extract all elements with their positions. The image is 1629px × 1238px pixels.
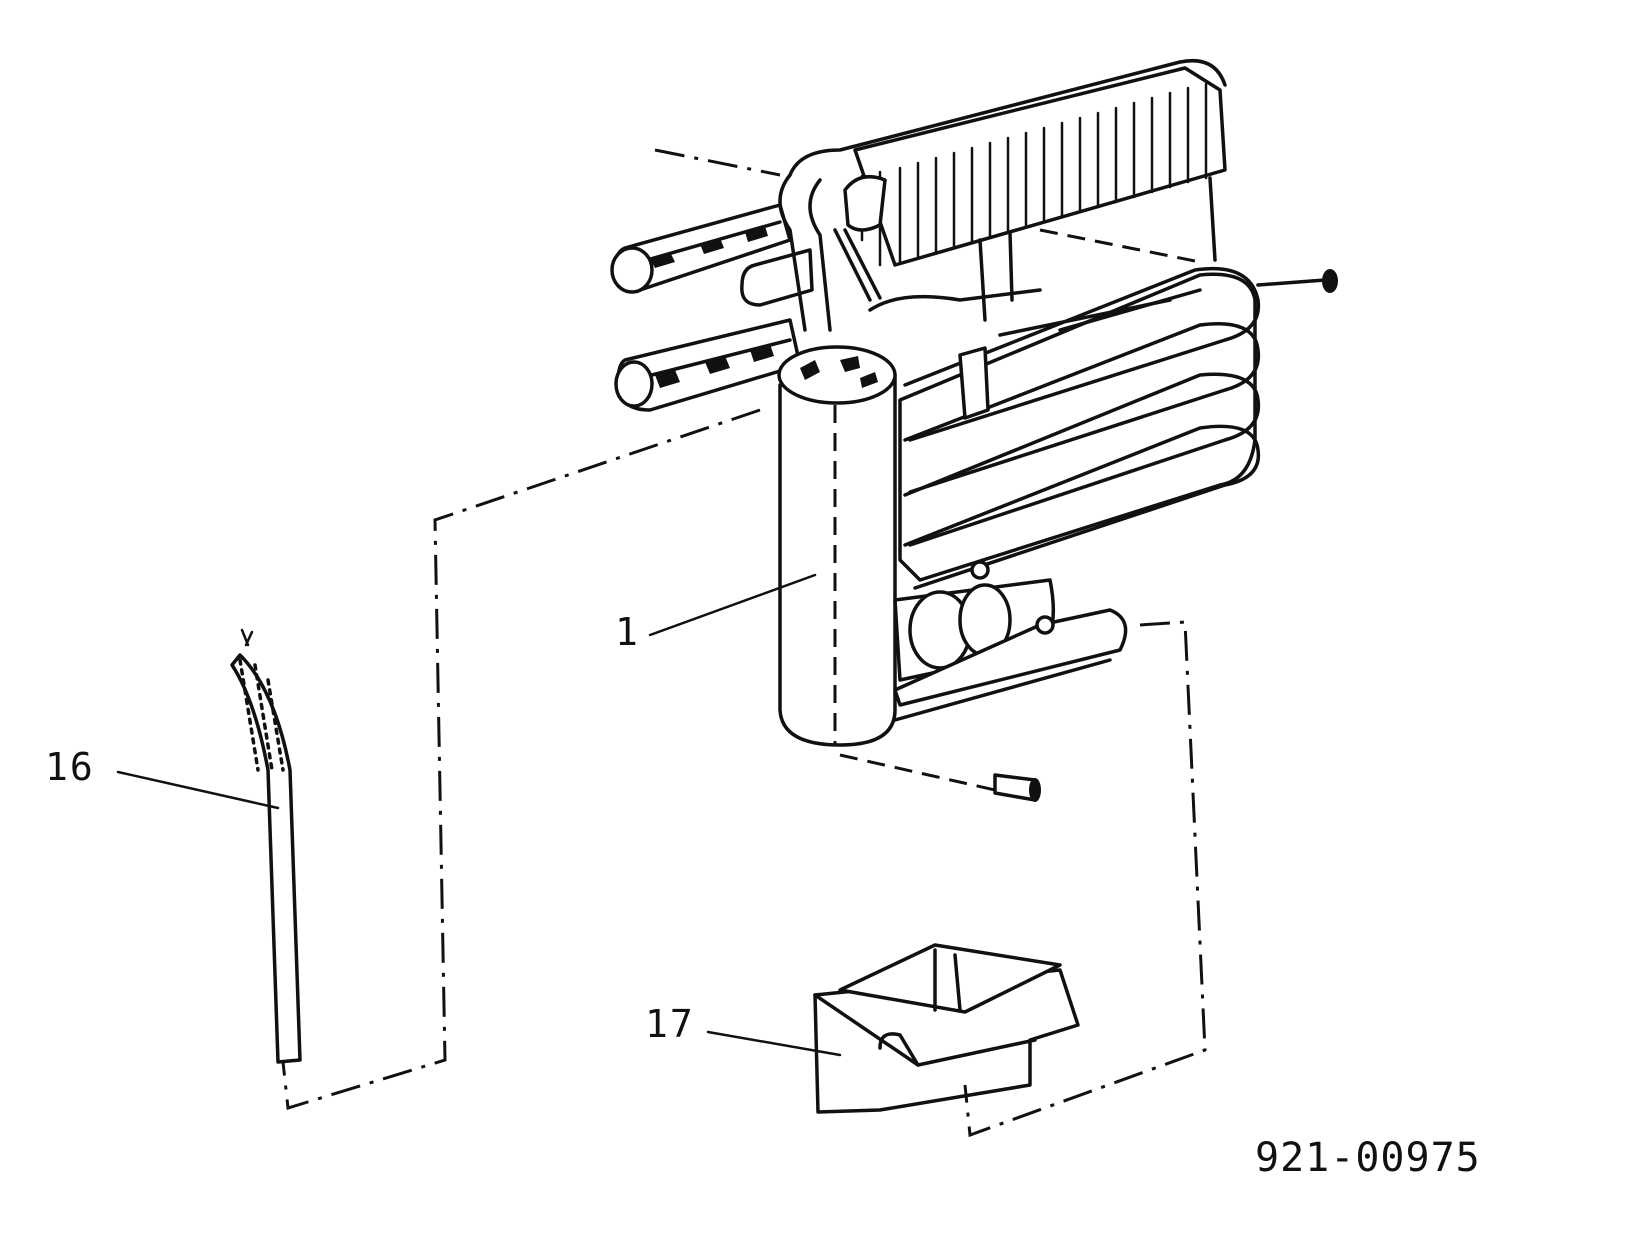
drip-tray-part-17 <box>813 943 1080 1114</box>
screw-upper <box>1256 269 1338 293</box>
callout-part-1: 1 <box>615 610 640 654</box>
flexible-tube-part-16 <box>230 628 302 1064</box>
boiler-tubing <box>778 173 1042 332</box>
callout-part-16: 16 <box>45 745 95 789</box>
lower-tube-assembly <box>614 318 802 412</box>
cooling-coil <box>898 266 1261 590</box>
screw-lower <box>993 773 1041 802</box>
upper-tube-assembly <box>610 203 814 307</box>
assembly-guide-lines <box>281 148 1207 1138</box>
callout-part-17: 17 <box>645 1002 695 1046</box>
callout-leaders <box>116 573 842 1057</box>
reference-number: 921-00975 <box>1255 1135 1481 1181</box>
main-cylinder-part-1 <box>777 345 897 747</box>
burner-assembly <box>893 560 1128 722</box>
